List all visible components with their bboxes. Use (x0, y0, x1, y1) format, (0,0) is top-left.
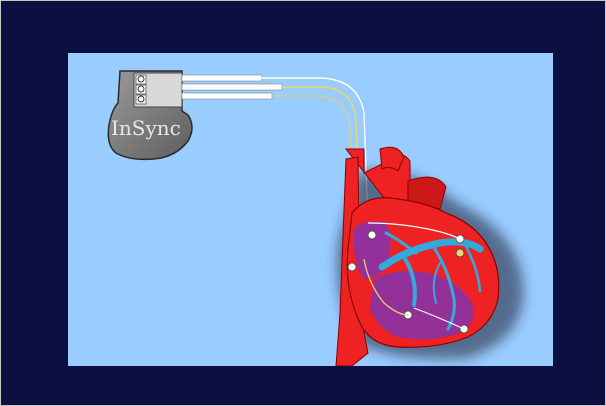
pacemaker-heart-illustration: InSync (68, 53, 553, 366)
pacemaker-icon: InSync (108, 71, 192, 159)
device-label: InSync (111, 116, 181, 140)
illustration-panel: InSync (68, 53, 553, 366)
